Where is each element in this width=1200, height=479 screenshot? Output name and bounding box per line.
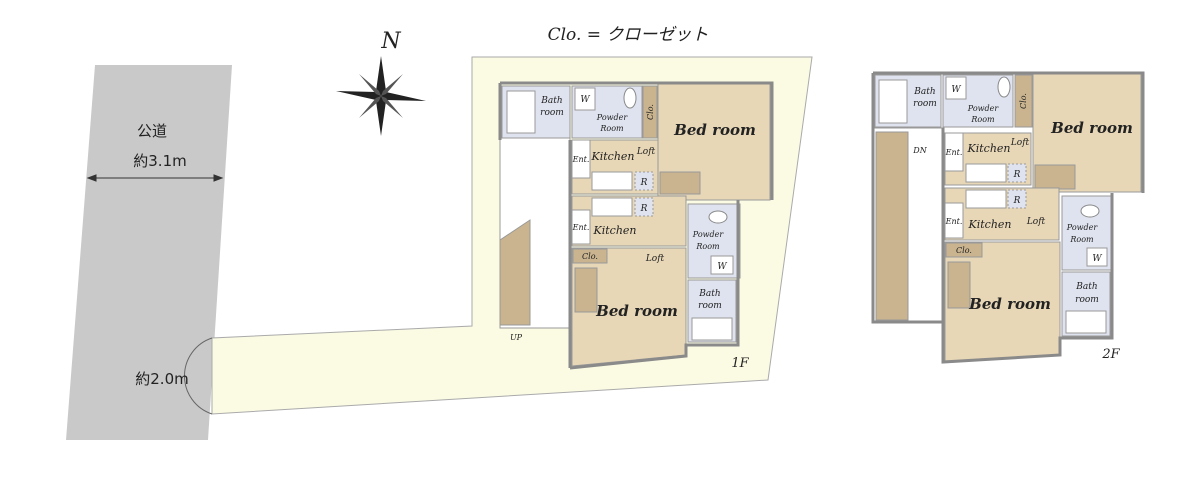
svg-text:Room: Room — [970, 115, 995, 124]
floor-2f: Bath room W Powder Room Clo. Bed room En… — [871, 71, 1145, 364]
svg-text:Clo.: Clo. — [1019, 93, 1028, 109]
svg-text:Kitchen: Kitchen — [967, 142, 1011, 155]
svg-text:Room: Room — [695, 242, 720, 251]
road-width-arrow — [86, 174, 224, 182]
closet — [642, 85, 658, 139]
svg-text:Powder: Powder — [1066, 223, 1099, 232]
floor-1f: Bath room W Powder Room Clo. Bed room En… — [498, 81, 774, 371]
svg-text:Bed room: Bed room — [595, 302, 678, 320]
svg-text:Ent.: Ent. — [945, 148, 963, 157]
svg-text:room: room — [698, 301, 722, 311]
svg-text:Bath: Bath — [540, 96, 562, 106]
svg-text:Loft: Loft — [1026, 217, 1046, 227]
frontage-arc — [183, 337, 213, 415]
svg-text:Ent.: Ent. — [572, 155, 590, 164]
svg-text:Loft: Loft — [636, 147, 656, 157]
compass-north-label: N — [380, 29, 401, 54]
compass-icon — [336, 56, 426, 136]
svg-text:Room: Room — [1069, 235, 1094, 244]
svg-text:Bath: Bath — [913, 87, 935, 97]
svg-text:Clo.: Clo. — [582, 252, 598, 261]
svg-text:Ent.: Ent. — [572, 223, 590, 232]
svg-text:R: R — [640, 178, 648, 188]
svg-text:room: room — [913, 99, 937, 109]
svg-text:Room: Room — [599, 124, 624, 133]
svg-text:W: W — [717, 262, 727, 272]
svg-text:Kitchen: Kitchen — [591, 150, 635, 163]
svg-text:W: W — [1092, 254, 1102, 264]
svg-text:W: W — [580, 95, 590, 105]
svg-text:Powder: Powder — [967, 104, 1000, 113]
svg-text:R: R — [640, 204, 648, 214]
closet-legend: Clo. = クローゼット — [548, 25, 709, 45]
svg-text:Powder: Powder — [692, 230, 725, 239]
svg-text:Loft: Loft — [1010, 138, 1030, 148]
svg-text:Bed room: Bed room — [968, 295, 1051, 313]
public-road — [66, 65, 232, 440]
closet — [572, 248, 608, 264]
svg-text:Loft: Loft — [645, 254, 665, 264]
svg-text:R: R — [1013, 196, 1021, 206]
svg-text:UP: UP — [510, 333, 523, 342]
svg-text:Bed room: Bed room — [1050, 119, 1133, 137]
road-name: 公道 — [137, 122, 167, 140]
floor-label-2f: 2F — [1101, 347, 1120, 362]
svg-text:DN: DN — [912, 146, 927, 155]
svg-text:Clo.: Clo. — [646, 104, 655, 120]
stairs-1f — [499, 219, 531, 326]
svg-text:Bed room: Bed room — [673, 121, 756, 139]
floor-label-1f: 1F — [731, 356, 749, 371]
svg-text:Powder: Powder — [596, 113, 629, 122]
frontage-width: 約2.0m — [135, 370, 188, 388]
road-width: 約3.1m — [133, 152, 186, 170]
svg-text:Clo.: Clo. — [956, 246, 972, 255]
stairs-2f — [875, 131, 909, 321]
svg-text:Bath: Bath — [698, 289, 720, 299]
svg-text:R: R — [1013, 170, 1021, 180]
svg-text:Ent.: Ent. — [945, 217, 963, 226]
closet — [945, 242, 983, 258]
svg-text:room: room — [540, 108, 564, 118]
svg-text:Kitchen: Kitchen — [968, 218, 1012, 231]
closet — [1014, 74, 1033, 128]
svg-text:Kitchen: Kitchen — [593, 224, 637, 237]
svg-text:Bath: Bath — [1075, 282, 1097, 292]
svg-text:W: W — [951, 85, 961, 95]
svg-text:room: room — [1075, 295, 1099, 305]
